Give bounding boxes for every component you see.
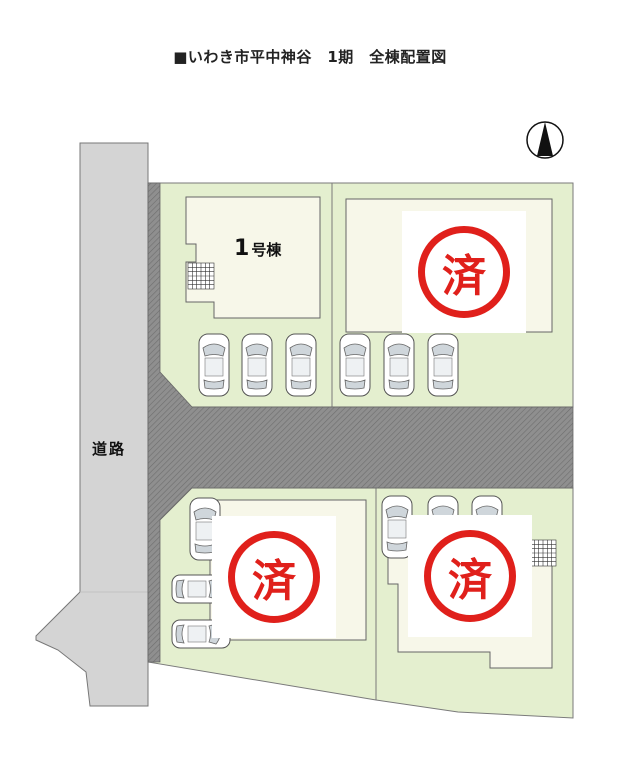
sold-stamp-icon: 済: [418, 226, 510, 318]
road-label: 道路: [92, 440, 127, 458]
terrace-grid: [187, 262, 215, 290]
car-icon: [427, 333, 459, 397]
car-icon: [241, 333, 273, 397]
terrace-grid: [529, 539, 557, 567]
north-arrow-icon: [526, 121, 564, 159]
sold-stamp-lot-4: 済: [408, 515, 532, 637]
private-driveway: [147, 182, 574, 663]
sold-mark: 済: [448, 555, 492, 606]
main-road: [35, 142, 149, 707]
car-icon: [383, 333, 415, 397]
car-icon: [285, 333, 317, 397]
sold-mark: 済: [442, 251, 486, 302]
building-suffix: 号棟: [251, 241, 282, 259]
sold-stamp-lot-2: 済: [402, 211, 526, 333]
sold-mark: 済: [252, 556, 296, 607]
page-title: ■いわき市平中神谷 1期 全棟配置図: [173, 48, 447, 66]
building-1: [185, 196, 321, 319]
sold-stamp-lot-3: 済: [212, 516, 336, 638]
car-icon: [198, 333, 230, 397]
sold-stamp-icon: 済: [228, 531, 320, 623]
building-number: 1: [234, 236, 250, 261]
car-icon: [339, 333, 371, 397]
sold-stamp-icon: 済: [424, 530, 516, 622]
